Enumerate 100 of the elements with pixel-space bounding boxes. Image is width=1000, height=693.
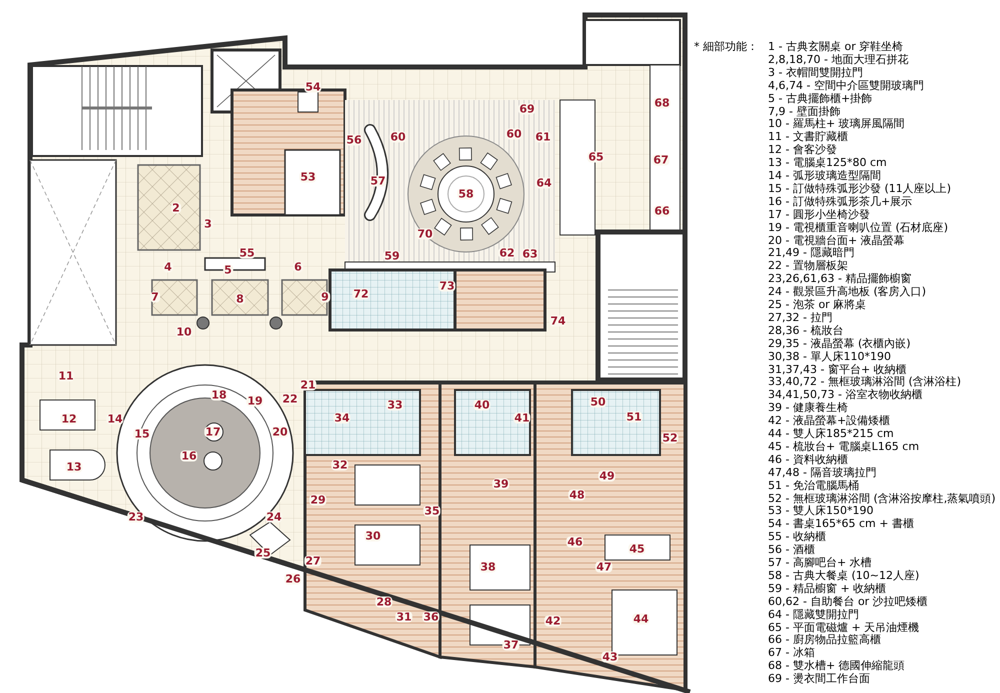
callout-number: 25 bbox=[254, 548, 272, 558]
legend-entry: 2,8,18,70 - 地面大理石拼花 bbox=[768, 54, 908, 66]
callout-number: 63 bbox=[521, 248, 539, 260]
legend-entry: 60,62 - 自助餐台 or 沙拉吧矮櫃 bbox=[768, 596, 928, 608]
legend-entry: 33,40,72 - 無框玻璃淋浴間 (含淋浴柱) bbox=[768, 376, 962, 388]
callout-number: 16 bbox=[180, 450, 198, 462]
callout-number: 57 bbox=[369, 176, 387, 186]
legend-entry: 25 - 泡茶 or 麻將桌 bbox=[768, 299, 866, 312]
legend-entry: 59 - 精品櫥窗 + 收納櫃 bbox=[768, 582, 886, 596]
callout-number: 44 bbox=[632, 614, 650, 624]
legend-entry: 22 - 置物層板架 bbox=[768, 260, 848, 273]
callout-number: 40 bbox=[473, 400, 491, 410]
callout-number: 10 bbox=[175, 326, 193, 338]
legend-entry: 55 - 收納櫃 bbox=[768, 531, 826, 544]
legend-entry: 24 - 觀景區升高地板 (客房入口) bbox=[768, 286, 926, 298]
legend-entry: 66 - 廚房物品拉籃高櫃 bbox=[768, 634, 881, 647]
callout-number: 2 bbox=[171, 202, 181, 214]
legend-entry: 65 - 平面電磁爐 + 天吊油煙機 bbox=[768, 622, 920, 634]
legend-entry: 57 - 高腳吧台+ 水槽 bbox=[768, 557, 872, 570]
callout-number: 20 bbox=[271, 426, 289, 438]
legend-entry: 13 - 電腦桌125*80 cm bbox=[768, 157, 887, 170]
callout-number: 72 bbox=[352, 288, 370, 300]
legend-entry: 52 - 無框玻璃淋浴間 (含淋浴按摩柱,蒸氣噴頭) bbox=[768, 492, 996, 504]
callout-number: 53 bbox=[299, 172, 317, 182]
callout-number: 7 bbox=[150, 292, 160, 302]
callout-number: 47 bbox=[595, 562, 613, 572]
callout-number: 23 bbox=[127, 512, 145, 522]
callout-number: 14 bbox=[106, 414, 124, 424]
legend-entry: 51 - 免治電腦馬桶 bbox=[768, 480, 859, 492]
legend-entry: 46 - 資料收納櫃 bbox=[768, 454, 848, 466]
legend-entry: 56 - 酒櫃 bbox=[768, 544, 815, 556]
callout-number: 5 bbox=[223, 264, 233, 276]
legend-entry: 7,9 - 壁面掛飾 bbox=[768, 106, 840, 118]
callout-number: 42 bbox=[544, 616, 562, 626]
legend-entry: 15 - 訂做特殊弧形沙發 (11人座以上) bbox=[768, 182, 952, 196]
callout-number: 50 bbox=[589, 396, 607, 408]
legend-entry: 68 - 雙水槽+ 德國伸縮龍頭 bbox=[768, 660, 905, 672]
callout-number: 18 bbox=[210, 390, 228, 400]
callout-number: 38 bbox=[479, 562, 497, 572]
callout-number: 41 bbox=[513, 412, 531, 424]
callout-number: 6 bbox=[293, 262, 303, 272]
callout-number: 11 bbox=[57, 370, 75, 382]
callout-number: 67 bbox=[652, 154, 670, 166]
callout-number: 8 bbox=[235, 294, 245, 304]
callout-number: 70 bbox=[416, 228, 434, 240]
callout-number: 19 bbox=[246, 396, 264, 406]
callout-number: 32 bbox=[331, 460, 349, 470]
legend-entry: 21,49 - 隱藏暗門 bbox=[768, 247, 854, 260]
callout-number: 69 bbox=[518, 104, 536, 114]
legend-entry: 45 - 梳妝台+ 電腦桌L165 cm bbox=[768, 440, 920, 454]
callout-number: 58 bbox=[457, 188, 475, 200]
callout-number: 55 bbox=[238, 248, 256, 258]
callout-number: 31 bbox=[395, 612, 413, 622]
callout-number: 37 bbox=[502, 640, 520, 650]
callout-number: 64 bbox=[535, 178, 553, 188]
callout-number: 60 bbox=[505, 128, 523, 140]
callout-number: 17 bbox=[204, 426, 222, 438]
callout-number: 52 bbox=[661, 432, 679, 444]
callout-number: 3 bbox=[203, 218, 213, 230]
callout-number: 62 bbox=[498, 248, 516, 258]
legend-entry: 27,32 - 拉門 bbox=[768, 312, 832, 324]
callout-number: 34 bbox=[333, 412, 351, 424]
callout-number: 30 bbox=[364, 530, 382, 542]
callout-number: 28 bbox=[375, 596, 393, 608]
legend-entry: 42 - 液晶螢幕+設備矮櫃 bbox=[768, 415, 890, 428]
callout-number: 46 bbox=[566, 536, 584, 548]
callout-number: 27 bbox=[304, 556, 322, 566]
callout-number: 60 bbox=[389, 132, 407, 142]
callout-number: 48 bbox=[568, 490, 586, 500]
callout-number: 24 bbox=[265, 512, 283, 522]
legend-entry: 19 - 電視櫃重音喇叭位置 (石材底座) bbox=[768, 222, 948, 234]
legend-entry: 12 - 會客沙發 bbox=[768, 144, 837, 156]
legend-entry: 39 - 健康養生椅 bbox=[768, 402, 848, 414]
callout-number: 13 bbox=[65, 462, 83, 472]
callout-number: 66 bbox=[653, 206, 671, 216]
legend-entry: 10 - 羅馬柱+ 玻璃屏風隔間 bbox=[768, 118, 905, 130]
callout-number: 33 bbox=[386, 400, 404, 410]
callout-number: 45 bbox=[628, 544, 646, 554]
legend-entry: 11 - 文書貯藏櫃 bbox=[768, 131, 848, 144]
legend-entry: 30,38 - 單人床110*190 bbox=[768, 350, 891, 363]
legend-entry: 17 - 圓形小坐椅沙發 bbox=[768, 208, 870, 222]
legend-entry: 47,48 - 隔音玻璃拉門 bbox=[768, 466, 876, 480]
legend-entry: 1 - 古典玄關桌 or 穿鞋坐椅 bbox=[768, 41, 904, 54]
legend-entry: 29,35 - 液晶螢幕 (衣櫃內嵌) bbox=[768, 338, 911, 350]
legend-entry: 14 - 弧形玻璃造型隔間 bbox=[768, 170, 881, 182]
callout-number: 56 bbox=[345, 134, 363, 146]
legend-entry: 3 - 衣帽間雙開拉門 bbox=[768, 66, 863, 80]
callout-number: 54 bbox=[304, 82, 322, 92]
callout-number: 65 bbox=[587, 152, 605, 162]
callout-number: 51 bbox=[625, 412, 643, 422]
legend-entry: 4,6,74 - 空間中介區雙開玻璃門 bbox=[768, 80, 924, 92]
callout-number: 61 bbox=[534, 132, 552, 142]
callout-number: 22 bbox=[281, 394, 299, 404]
legend-entry: 54 - 書桌165*65 cm + 書櫃 bbox=[768, 518, 914, 531]
callout-number: 36 bbox=[422, 612, 440, 622]
callout-number: 73 bbox=[438, 280, 456, 292]
callout-number: 9 bbox=[320, 292, 330, 302]
callout-number: 4 bbox=[163, 262, 173, 272]
callout-number: 26 bbox=[284, 574, 302, 584]
callout-number: 35 bbox=[423, 506, 441, 516]
